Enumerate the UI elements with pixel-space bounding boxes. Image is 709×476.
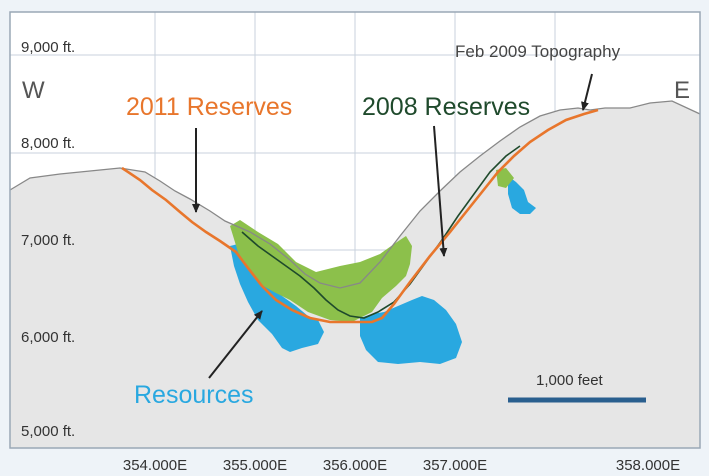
elevation-label: 9,000 ft.: [21, 39, 75, 56]
reserves-2008-zones: [230, 168, 514, 322]
elevation-label: 7,000 ft.: [21, 232, 75, 249]
elevation-label: 6,000 ft.: [21, 329, 75, 346]
easting-label: 358.000E: [616, 457, 680, 474]
elevation-label: 5,000 ft.: [21, 423, 75, 440]
reserves-2008-line: [241, 145, 521, 319]
easting-label: 356.000E: [323, 457, 387, 474]
topography-ground: [10, 101, 700, 448]
resources-label: Resources: [134, 381, 254, 409]
easting-label: 354.000E: [123, 457, 187, 474]
easting-label: 357.000E: [423, 457, 487, 474]
elevation-labels: 9,000 ft. 8,000 ft. 7,000 ft. 6,000 ft. …: [21, 39, 75, 440]
east-label: E: [674, 77, 690, 104]
reserves-2011-label: 2011 Reserves: [126, 93, 292, 121]
easting-labels: 354.000E 355.000E 356.000E 357.000E 358.…: [123, 457, 680, 474]
reserves-2008-label: 2008 Reserves: [362, 93, 530, 121]
elevation-label: 8,000 ft.: [21, 135, 75, 152]
callout-arrows: [192, 73, 593, 379]
scale-label: 1,000 feet: [536, 372, 604, 389]
easting-label: 355.000E: [223, 457, 287, 474]
west-label: W: [22, 77, 45, 104]
plot-frame: [9, 11, 701, 449]
reserves-2011-line: [121, 108, 599, 324]
topography-label: Feb 2009 Topography: [455, 42, 621, 61]
